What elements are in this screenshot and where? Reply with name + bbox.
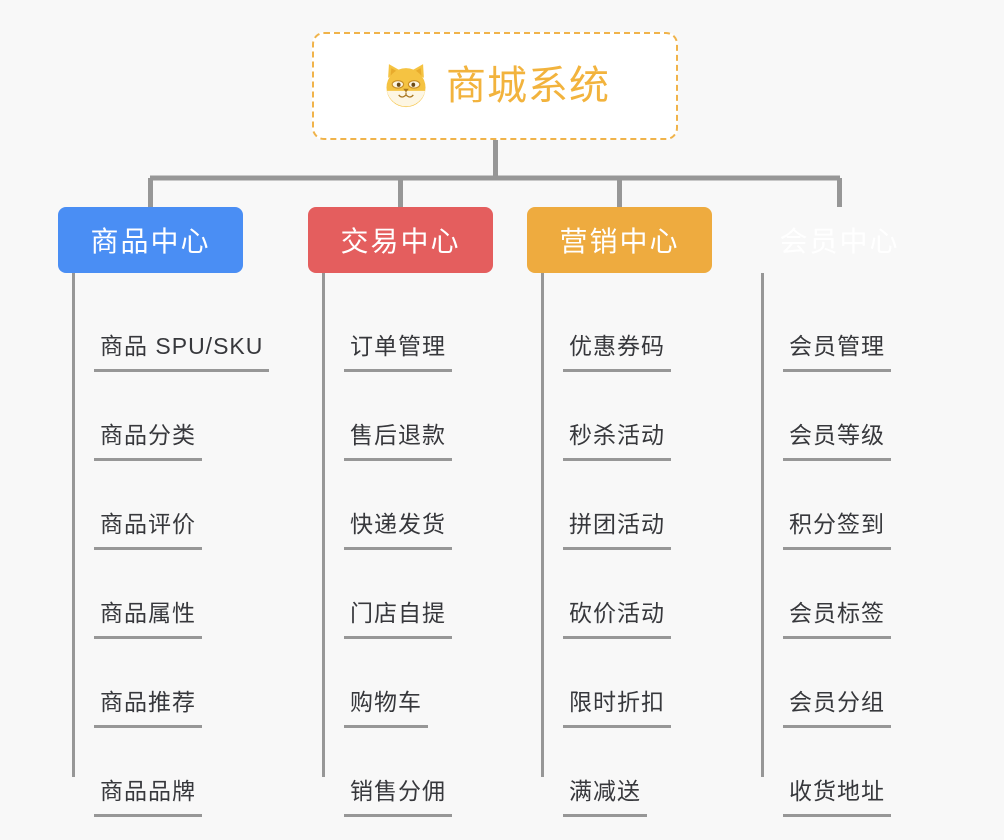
leaf-item[interactable]: 砍价活动 [541, 550, 712, 639]
branch-column-2: 营销中心优惠券码秒杀活动拼团活动砍价活动限时折扣满减送 [527, 207, 712, 817]
leaf-list-marketing-center: 优惠券码秒杀活动拼团活动砍价活动限时折扣满减送 [527, 273, 712, 817]
leaf-item-label: 销售分佣 [344, 772, 452, 817]
leaf-item-label: 订单管理 [344, 327, 452, 372]
leaf-item-label: 商品品牌 [94, 772, 202, 817]
branch-header-member-center[interactable]: 会员中心 [747, 207, 932, 273]
leaf-item-label: 商品 SPU/SKU [94, 327, 270, 372]
leaf-item[interactable]: 积分签到 [761, 461, 932, 550]
leaf-item[interactable]: 商品分类 [72, 372, 243, 461]
leaf-item-label: 会员管理 [783, 327, 891, 372]
leaf-list-product-center: 商品 SPU/SKU 商品分类商品评价商品属性商品推荐商品品牌 [58, 273, 270, 817]
leaf-item[interactable]: 商品 SPU/SKU [72, 283, 270, 372]
leaf-item-label: 购物车 [344, 683, 428, 728]
root-title: 商城系统 [446, 64, 610, 108]
leaf-item[interactable]: 商品品牌 [72, 728, 243, 817]
branch-column-1: 交易中心订单管理售后退款快递发货门店自提购物车销售分佣 [308, 207, 493, 817]
branch-header-label: 营销中心 [559, 226, 680, 257]
leaf-item-label: 会员等级 [783, 416, 891, 461]
leaf-item[interactable]: 拼团活动 [541, 461, 712, 550]
leaf-item-label: 商品推荐 [94, 683, 202, 728]
leaf-item-label: 积分签到 [783, 505, 891, 550]
leaf-list-trade-center: 订单管理售后退款快递发货门店自提购物车销售分佣 [308, 273, 493, 817]
leaf-item[interactable]: 会员标签 [761, 550, 932, 639]
leaf-item-label: 优惠券码 [563, 327, 671, 372]
leaf-item-label: 商品评价 [94, 505, 202, 550]
leaf-item-label: 门店自提 [344, 594, 452, 639]
leaf-item[interactable]: 收货地址 [761, 728, 932, 817]
leaf-item[interactable]: 销售分佣 [322, 728, 493, 817]
leaf-item[interactable]: 商品评价 [72, 461, 243, 550]
leaf-item-label: 秒杀活动 [563, 416, 671, 461]
leaf-item[interactable]: 会员分组 [761, 639, 932, 728]
leaf-item-label: 限时折扣 [563, 683, 671, 728]
shiba-dog-face-icon [380, 60, 432, 112]
branch-header-label: 会员中心 [779, 226, 900, 257]
leaf-list-member-center: 会员管理会员等级积分签到会员标签会员分组收货地址 [747, 273, 932, 817]
leaf-item-label: 快递发货 [344, 505, 452, 550]
leaf-item-label: 收货地址 [783, 772, 891, 817]
branch-column-3: 会员中心会员管理会员等级积分签到会员标签会员分组收货地址 [747, 207, 932, 817]
leaf-item-label: 满减送 [563, 772, 647, 817]
leaf-item[interactable]: 满减送 [541, 728, 712, 817]
leaf-item-label: 会员标签 [783, 594, 891, 639]
leaf-item[interactable]: 快递发货 [322, 461, 493, 550]
leaf-item[interactable]: 购物车 [322, 639, 493, 728]
leaf-item-label: 砍价活动 [563, 594, 671, 639]
leaf-item[interactable]: 会员管理 [761, 283, 932, 372]
leaf-item[interactable]: 秒杀活动 [541, 372, 712, 461]
leaf-item[interactable]: 会员等级 [761, 372, 932, 461]
leaf-item[interactable]: 门店自提 [322, 550, 493, 639]
branch-column-0: 商品中心商品 SPU/SKU 商品分类商品评价商品属性商品推荐商品品牌 [58, 207, 270, 817]
leaf-item[interactable]: 商品属性 [72, 550, 243, 639]
leaf-item[interactable]: 商品推荐 [72, 639, 243, 728]
branch-header-product-center[interactable]: 商品中心 [58, 207, 243, 273]
branch-header-marketing-center[interactable]: 营销中心 [527, 207, 712, 273]
leaf-item-label: 售后退款 [344, 416, 452, 461]
leaf-item-label: 会员分组 [783, 683, 891, 728]
leaf-item[interactable]: 售后退款 [322, 372, 493, 461]
leaf-item-label: 拼团活动 [563, 505, 671, 550]
leaf-item[interactable]: 优惠券码 [541, 283, 712, 372]
root-node[interactable]: 商城系统 [312, 32, 678, 140]
leaf-item[interactable]: 限时折扣 [541, 639, 712, 728]
leaf-item[interactable]: 订单管理 [322, 283, 493, 372]
leaf-item-label: 商品分类 [94, 416, 202, 461]
branch-header-label: 商品中心 [90, 226, 211, 257]
branch-header-label: 交易中心 [340, 226, 461, 257]
branch-header-trade-center[interactable]: 交易中心 [308, 207, 493, 273]
leaf-item-label: 商品属性 [94, 594, 202, 639]
